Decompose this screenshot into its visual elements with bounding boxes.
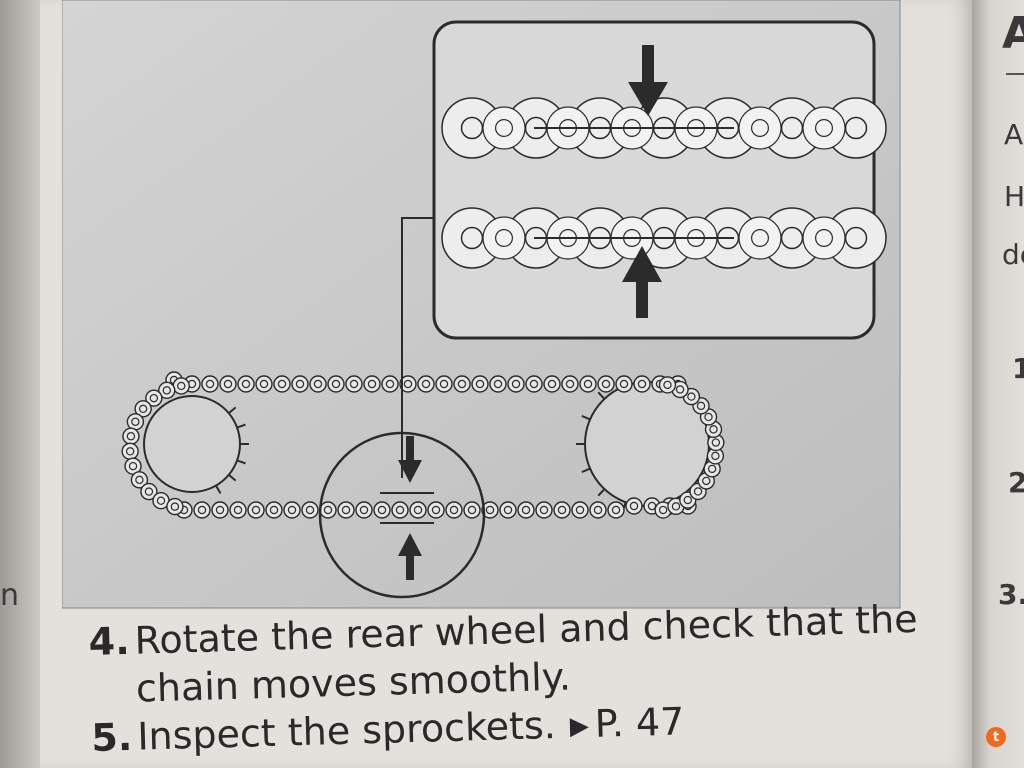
right-page-text-fragment-3: de	[1002, 238, 1024, 271]
watermark-badge: t	[986, 727, 1006, 747]
inset-down-arrow-icon	[628, 45, 668, 116]
magnifier-circle	[318, 431, 486, 599]
step-number: 4.	[88, 618, 131, 664]
inset-up-arrow-icon	[622, 246, 662, 318]
up-arrow-icon	[398, 533, 422, 580]
left-page-text-fragment: n	[0, 578, 20, 613]
inset-chain-bottom	[441, 207, 887, 269]
right-page-step-number-3: 3.	[998, 578, 1024, 611]
inset-detail-box	[432, 20, 887, 340]
front-sprocket	[143, 395, 249, 494]
right-page-step-number-1: 1	[1012, 352, 1024, 385]
page-reference: P. 47	[594, 699, 685, 746]
page-reference-icon: ▸	[569, 702, 590, 747]
right-page-step-number-2: 2	[1008, 466, 1024, 499]
step-number: 5.	[90, 714, 133, 760]
chain-loop	[121, 371, 725, 519]
chain-inspection-figure	[62, 0, 901, 609]
down-arrow-icon	[398, 436, 422, 483]
right-page-text-fragment-1: A	[1004, 118, 1024, 151]
instruction-steps: 4. Rotate the rear wheel and check that …	[88, 595, 918, 762]
right-page-edge: A A H de 1 2 3.	[972, 0, 1024, 768]
right-page-rule	[1006, 73, 1024, 75]
right-page-text-fragment-2: H	[1004, 180, 1024, 213]
callout-leader-line	[401, 217, 434, 478]
right-page-heading-fragment: A	[1002, 8, 1024, 59]
